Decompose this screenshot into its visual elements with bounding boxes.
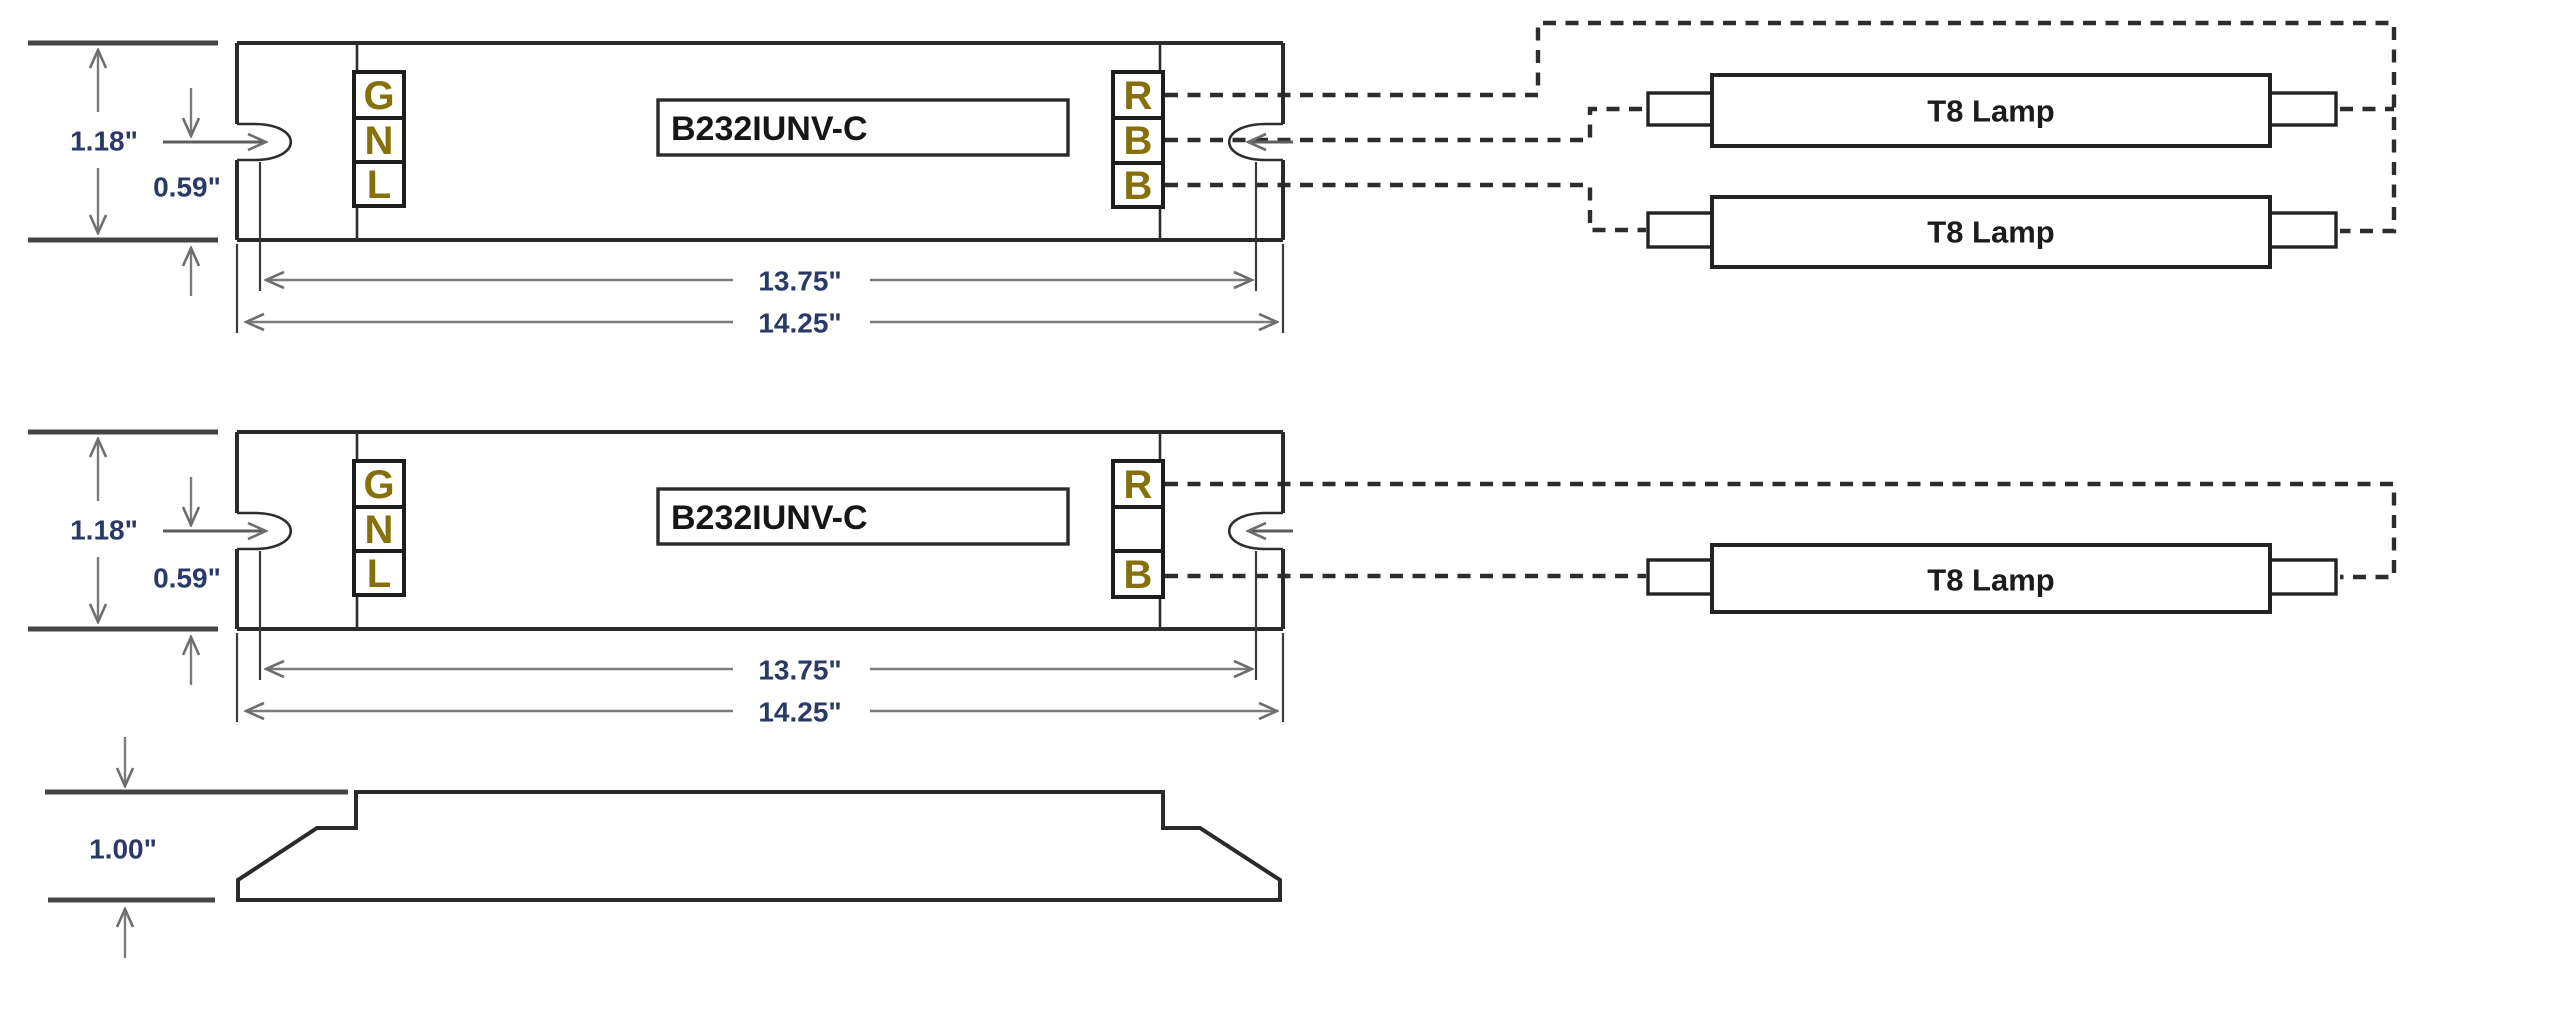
terminal-box-blue1 — [1111, 116, 1165, 165]
model-label-box — [656, 98, 1070, 157]
terminal-label-ground: G — [363, 463, 394, 507]
dim-case-height: 1.18" — [70, 126, 138, 157]
lamp1-left-pin — [1646, 91, 1714, 127]
terminal-label-ground: G — [363, 74, 394, 118]
red-wire — [1165, 20, 2397, 234]
dimensions-top: 1.18" 0.59" 13.75" 14.25" — [28, 40, 1293, 339]
wiring-middle — [1165, 481, 2397, 580]
dim-overall-length: 14.25" — [758, 308, 841, 339]
terminal-label-line: L — [367, 552, 391, 596]
dim-slot-spacing: 13.75" — [758, 655, 841, 686]
terminal-box-blue2 — [1111, 161, 1165, 209]
wiring-top — [1165, 20, 2397, 234]
one-lamp-wiring-diagram: G N L R B B232IUNV-C T8 Lamp — [28, 429, 2397, 728]
lamp-right-pin — [2268, 558, 2338, 596]
terminal-box-n — [352, 505, 406, 553]
lamp-single: T8 Lamp — [1646, 543, 2338, 614]
dimensions-profile: 1.00" — [45, 737, 348, 958]
terminal-box-g — [352, 70, 406, 120]
lamp2-left-pin — [1646, 211, 1714, 249]
dim-overall-length: 14.25" — [758, 697, 841, 728]
left-mounting-slot — [237, 511, 293, 551]
terminal-label-neutral: N — [365, 508, 394, 552]
model-number: B232IUNV-C — [671, 110, 868, 148]
lamp1-right-pin — [2268, 91, 2338, 127]
lamp-label: T8 Lamp — [1927, 563, 2054, 598]
terminal-label-line: L — [367, 163, 391, 207]
input-terminals-top: G N L — [352, 70, 406, 208]
terminal-box-blue — [1111, 549, 1165, 599]
lamp2-label: T8 Lamp — [1927, 215, 2054, 250]
terminal-label-blue: B — [1124, 553, 1153, 597]
red-wire-single — [1165, 481, 2397, 580]
dim-case-height: 1.18" — [70, 515, 138, 546]
dim-slot-center: 0.59" — [153, 172, 221, 203]
lamp-left-pin — [1646, 558, 1714, 596]
dim-slot-center: 0.59" — [153, 563, 221, 594]
model-label-top: B232IUNV-C — [656, 98, 1070, 157]
right-mounting-slot — [1227, 511, 1283, 551]
left-mounting-slot — [237, 122, 293, 162]
dim-slot-spacing: 13.75" — [758, 266, 841, 297]
lamp-2: T8 Lamp — [1646, 195, 2338, 269]
output-terminals-top: R B B — [1111, 70, 1165, 209]
input-terminals-middle: G N L — [352, 459, 406, 597]
model-number: B232IUNV-C — [671, 499, 868, 537]
output-terminals-middle: R B — [1111, 459, 1165, 599]
ballast-case-middle — [235, 430, 1285, 631]
terminal-label-blue1: B — [1124, 119, 1153, 163]
side-profile-view: 1.00" — [45, 737, 1282, 958]
lamp-body — [1710, 543, 2272, 614]
dim-case-depth: 1.00" — [89, 834, 157, 865]
lamp2-right-pin — [2268, 211, 2338, 249]
terminal-label-red: R — [1124, 74, 1153, 118]
right-mounting-slot — [1227, 122, 1283, 162]
lamp1-body — [1710, 73, 2272, 148]
lamp-1: T8 Lamp — [1646, 73, 2338, 148]
terminal-box-red — [1111, 459, 1165, 509]
lamp1-label: T8 Lamp — [1927, 94, 2054, 129]
model-label-box — [656, 487, 1070, 546]
terminal-label-red: R — [1124, 463, 1153, 507]
terminal-label-neutral: N — [365, 119, 394, 163]
terminal-box-unused — [1111, 505, 1165, 553]
blue-wire-2 — [1165, 182, 1646, 233]
profile-outline — [236, 790, 1282, 902]
terminal-label-blue2: B — [1124, 164, 1153, 208]
lamp2-body — [1710, 195, 2272, 269]
two-lamp-wiring-diagram: G N L R B B B232IUNV-C T8 Lamp — [28, 20, 2397, 339]
dimensions-middle: 1.18" 0.59" 13.75" 14.25" — [28, 429, 1293, 728]
terminal-box-l — [352, 160, 406, 208]
model-label-middle: B232IUNV-C — [656, 487, 1070, 546]
blue-wire-1 — [1165, 106, 1646, 143]
terminal-box-l — [352, 549, 406, 597]
